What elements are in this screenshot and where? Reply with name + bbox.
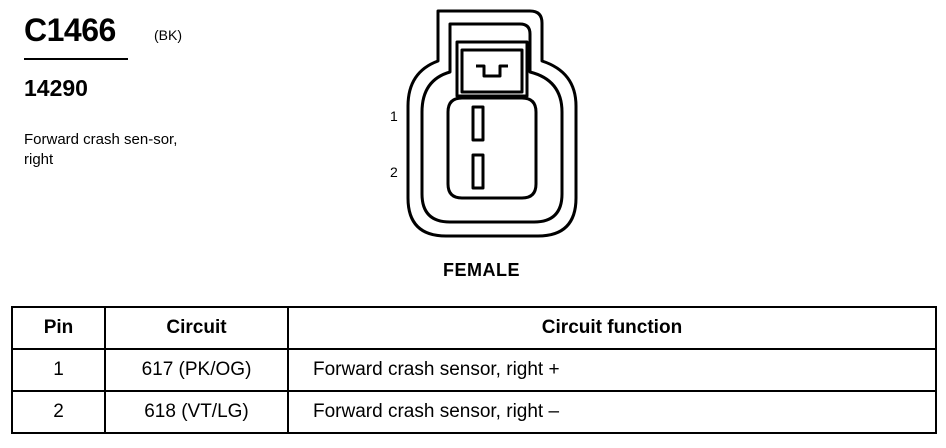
locking-tab-inner — [460, 48, 524, 94]
locking-tab-outer — [455, 40, 529, 98]
circuit-function-cell: Forward crash sensor, right + — [287, 348, 937, 392]
part-number: 14290 — [24, 75, 88, 101]
connector-inner-housing — [420, 22, 564, 224]
title-underline — [24, 58, 128, 60]
locking-tab-notch — [476, 64, 508, 78]
column-header-pin: Pin — [11, 306, 106, 350]
column-header-circuit: Circuit — [104, 306, 289, 350]
connector-gender-label: FEMALE — [443, 260, 520, 280]
color-code: (BK) — [154, 27, 182, 43]
table-row: 1 617 (PK/OG) Forward crash sensor, righ… — [11, 348, 937, 392]
connector-outer-housing — [406, 9, 578, 238]
pin-2-terminal — [471, 153, 485, 190]
circuit-cell: 617 (PK/OG) — [104, 348, 289, 392]
connector-id: C1466 — [24, 12, 116, 48]
column-header-circuit-function: Circuit function — [287, 306, 937, 350]
pinout-table: Pin Circuit Circuit function 1 617 (PK/O… — [11, 306, 937, 434]
circuit-cell: 618 (VT/LG) — [104, 390, 289, 434]
table-row: 2 618 (VT/LG) Forward crash sensor, righ… — [11, 390, 937, 434]
pin-1-terminal — [471, 105, 485, 142]
pin-1-label: 1 — [390, 108, 398, 124]
pin-cell: 2 — [11, 390, 106, 434]
connector-face-diagram: 1 2 — [390, 9, 578, 238]
connector-description: Forward crash sen-sor, right — [24, 131, 178, 168]
table-header-row: Pin Circuit Circuit function — [11, 306, 937, 350]
circuit-function-cell: Forward crash sensor, right – — [287, 390, 937, 434]
pin-cell: 1 — [11, 348, 106, 392]
terminal-cavity-block — [446, 96, 538, 200]
pin-2-label: 2 — [390, 164, 398, 180]
